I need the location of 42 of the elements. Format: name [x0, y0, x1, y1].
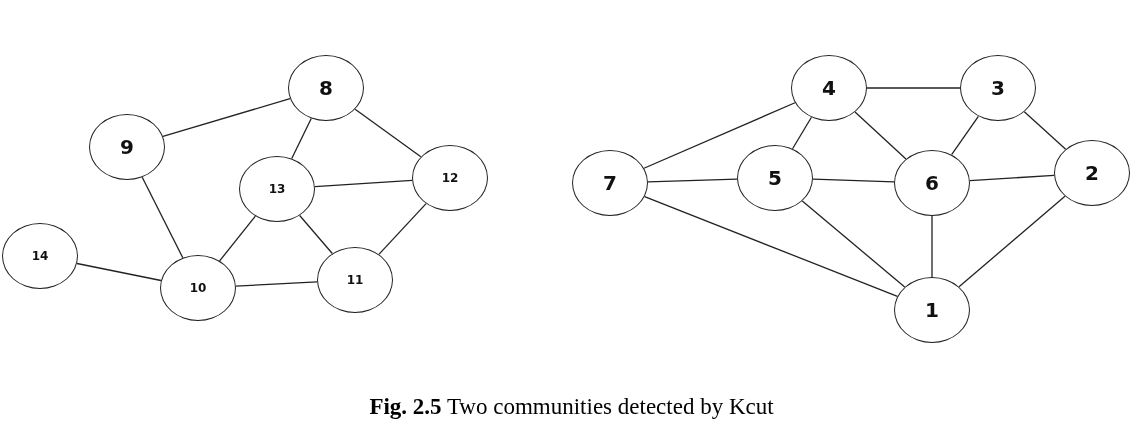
node-number: 12 [441, 171, 459, 185]
connector-line [354, 108, 422, 158]
node-number: 6 [925, 171, 939, 195]
connector-line [378, 203, 427, 255]
connector-line [801, 200, 906, 288]
connector-line [141, 176, 184, 259]
node-number: 3 [991, 76, 1005, 100]
connector-line [162, 98, 291, 137]
connector-line [643, 196, 899, 297]
connector-line [791, 116, 813, 150]
node-number: 11 [346, 273, 364, 287]
connector-line [291, 117, 312, 160]
connector-line [969, 174, 1055, 182]
connector-line [219, 215, 256, 262]
connector-line [235, 281, 318, 287]
node-number: 10 [189, 281, 207, 295]
connector-line [958, 195, 1066, 288]
connector-line [314, 179, 413, 188]
connector-line [951, 115, 979, 156]
node-number: 8 [319, 76, 333, 100]
node-number: 4 [822, 76, 836, 100]
connector-line [1023, 111, 1067, 150]
connector-line [812, 178, 895, 183]
graph-node-circle [894, 277, 970, 343]
graph-node-circle [791, 55, 867, 121]
node-number: 13 [268, 182, 286, 196]
connector-line [866, 87, 961, 89]
connector-line [647, 178, 738, 183]
connector-line [931, 215, 933, 278]
node-number: 7 [603, 171, 617, 195]
node-number: 9 [120, 135, 134, 159]
connector-line [76, 262, 162, 282]
node-number: 14 [31, 249, 49, 263]
node-number: 5 [768, 166, 782, 190]
connector-line [299, 214, 333, 255]
node-number: 1 [925, 298, 939, 322]
figure-caption: Fig. 2.5 Two communities detected by Kcut [369, 394, 774, 419]
graph-node-circle [1054, 140, 1130, 206]
connector-line [854, 111, 907, 160]
node-number: 2 [1085, 161, 1099, 185]
graph-node-circle [737, 145, 813, 211]
connector-line [643, 102, 796, 169]
